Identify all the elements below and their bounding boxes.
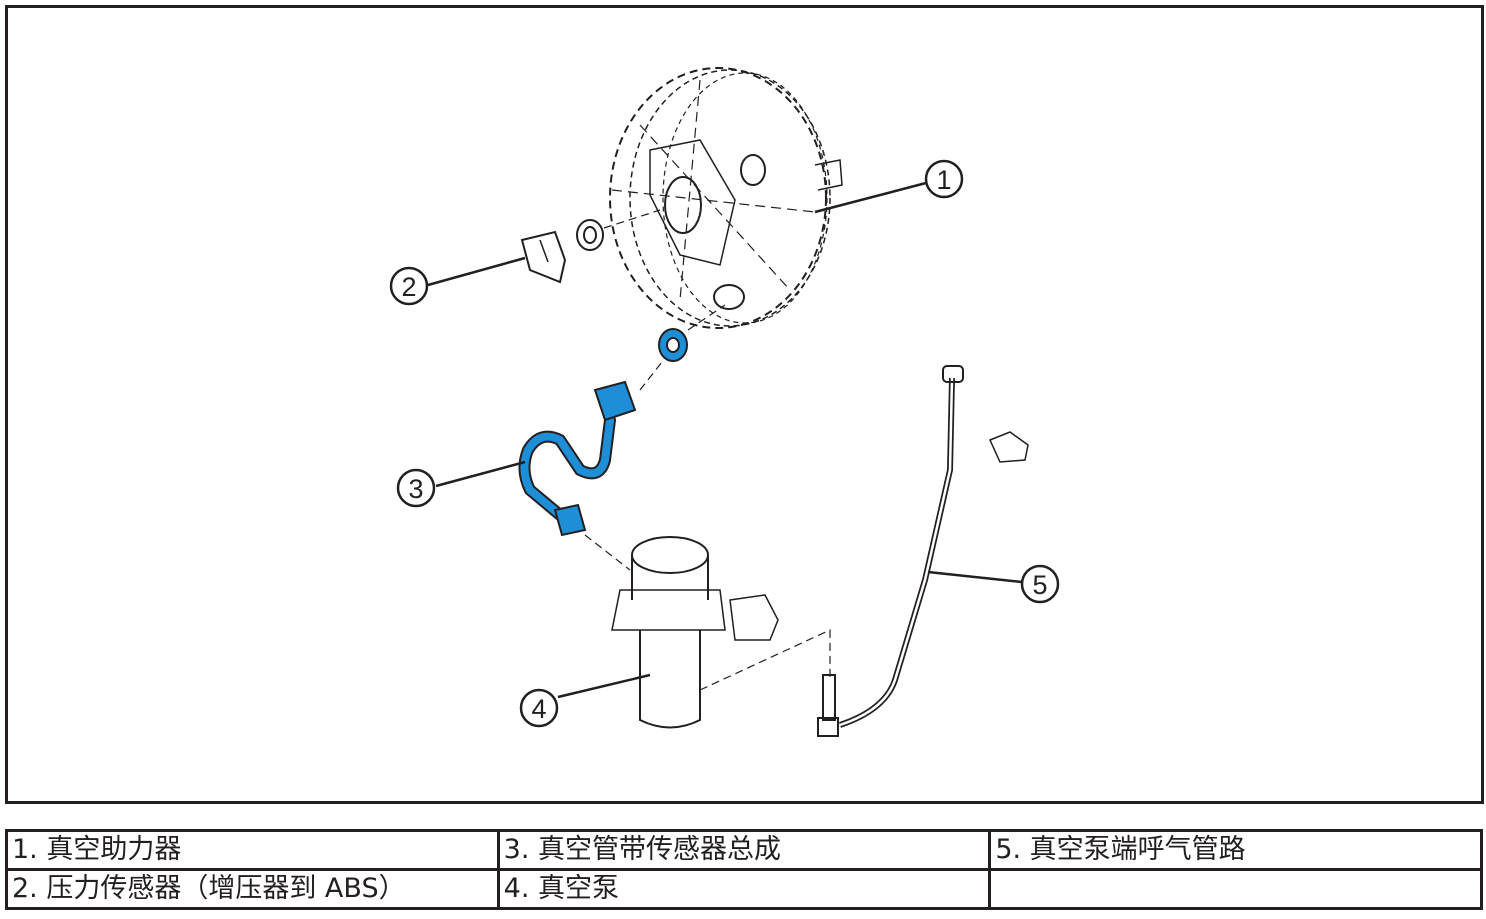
legend-item-2: 2. 压力传感器（增压器到 ABS） xyxy=(5,868,500,910)
vacuum-system-exploded-diagram: 1 2 3 4 5 xyxy=(389,67,1060,737)
legend-item-4: 4. 真空泵 xyxy=(496,868,992,910)
callout-1 xyxy=(924,159,964,199)
legend-item-5: 5. 真空泵端呼气管路 xyxy=(988,829,1483,871)
diagram-frame xyxy=(5,5,1484,804)
legend-item-empty xyxy=(988,868,1483,910)
callout-label-1: 1 xyxy=(936,165,951,195)
vacuum-booster xyxy=(609,67,843,329)
callout-5 xyxy=(1020,564,1060,604)
table-row: 2. 压力传感器（增压器到 ABS） 4. 真空泵 xyxy=(5,868,1483,910)
callout-2 xyxy=(389,266,429,306)
callout-3 xyxy=(396,468,436,508)
pressure-sensor xyxy=(520,209,661,284)
legend-item-1: 1. 真空助力器 xyxy=(5,829,500,871)
parts-legend-table: 1. 真空助力器 3. 真空管带传感器总成 5. 真空泵端呼气管路 2. 压力传… xyxy=(5,829,1483,910)
vacuum-pump xyxy=(611,536,831,729)
callout-label-4: 4 xyxy=(531,694,546,724)
callout-label-2: 2 xyxy=(401,272,416,302)
table-row: 1. 真空助力器 3. 真空管带传感器总成 5. 真空泵端呼气管路 xyxy=(5,829,1483,871)
callout-label-3: 3 xyxy=(408,474,423,504)
callout-label-5: 5 xyxy=(1032,570,1047,600)
callout-4 xyxy=(519,688,559,728)
vacuum-hose-with-sensor xyxy=(518,304,726,571)
legend-item-3: 3. 真空管带传感器总成 xyxy=(496,829,992,871)
pump-breather-line xyxy=(817,365,1029,737)
